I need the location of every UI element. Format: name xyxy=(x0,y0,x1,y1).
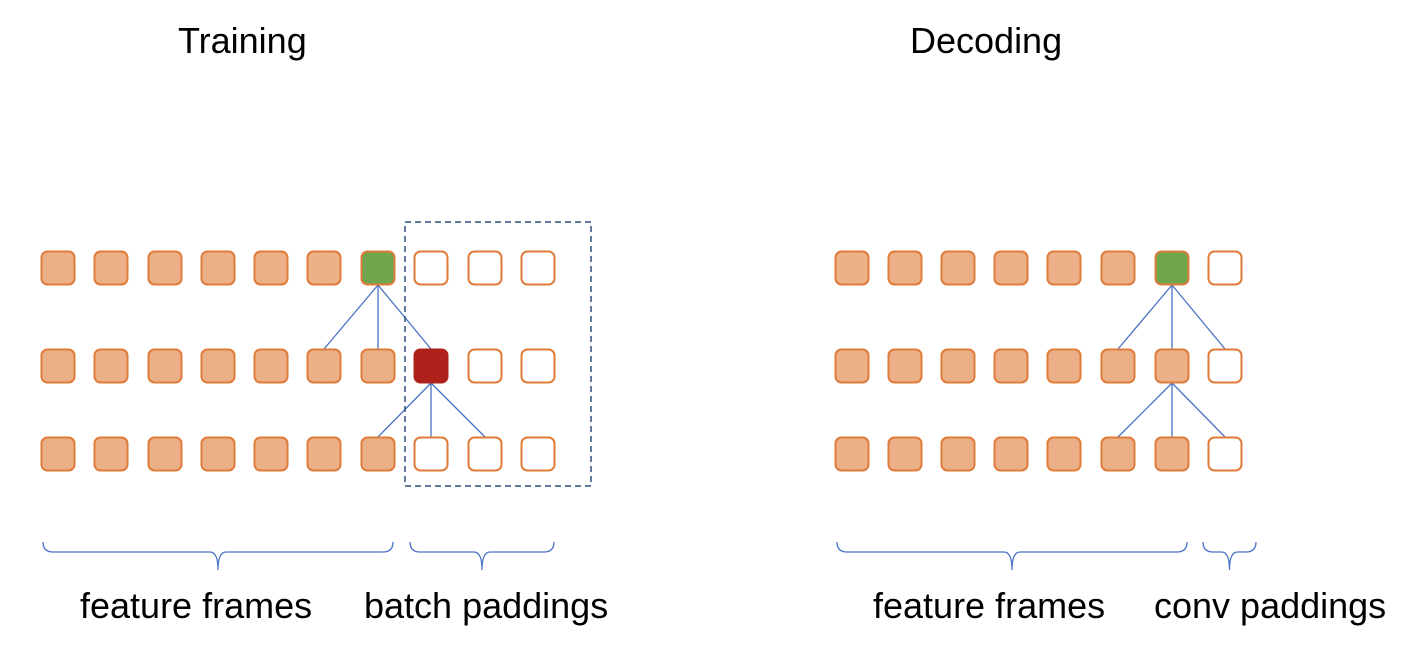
training-title: Training xyxy=(178,20,307,61)
training-feature-frames-brace xyxy=(42,541,394,571)
decoding-link-line xyxy=(1117,382,1173,438)
decoding-frame-square xyxy=(1046,348,1082,384)
decoding-frame-square xyxy=(1154,436,1190,472)
decoding-frame-square xyxy=(887,250,923,286)
decoding-frame-square xyxy=(1100,436,1136,472)
training-frame-square xyxy=(467,436,503,472)
decoding-feature-frames-brace xyxy=(836,541,1188,571)
decoding-frame-square xyxy=(1046,250,1082,286)
decoding-frame-square xyxy=(834,436,870,472)
decoding-frame-square xyxy=(993,250,1029,286)
training-frame-square xyxy=(520,436,556,472)
training-frame-square xyxy=(93,250,129,286)
training-frame-square xyxy=(200,250,236,286)
training-frame-square xyxy=(360,250,396,286)
batch-padding-dashed-box xyxy=(404,221,592,487)
training-frame-square xyxy=(467,250,503,286)
training-frame-square xyxy=(413,348,449,384)
decoding-frame-square xyxy=(993,348,1029,384)
training-frame-square xyxy=(306,436,342,472)
decoding-frame-square xyxy=(940,348,976,384)
training-frame-square xyxy=(93,436,129,472)
decoding-link-line xyxy=(1117,284,1173,350)
decoding-title: Decoding xyxy=(910,20,1063,61)
decoding-frame-square xyxy=(940,436,976,472)
decoding-frame-square xyxy=(1100,348,1136,384)
decoding-frame-square xyxy=(1154,250,1190,286)
training-frame-square xyxy=(520,250,556,286)
decoding-frame-square xyxy=(1207,348,1243,384)
training-batch-paddings-brace xyxy=(409,541,555,571)
decoding-frame-square xyxy=(887,348,923,384)
decoding-frame-square xyxy=(1046,436,1082,472)
training-link-line xyxy=(323,284,379,350)
decoding-frame-square xyxy=(993,436,1029,472)
training-frame-square xyxy=(253,250,289,286)
training-frame-square xyxy=(520,348,556,384)
decoding-frame-square xyxy=(1100,250,1136,286)
training-frame-square xyxy=(306,348,342,384)
training-frame-square xyxy=(360,348,396,384)
decoding-conv-paddings-brace xyxy=(1202,541,1257,571)
decoding-conv-paddings-caption: conv paddings xyxy=(1154,585,1387,626)
decoding-frame-square xyxy=(834,250,870,286)
decoding-frame-square xyxy=(887,436,923,472)
training-frame-square xyxy=(413,436,449,472)
training-frame-square xyxy=(306,250,342,286)
training-frame-square xyxy=(40,436,76,472)
decoding-frame-square xyxy=(940,250,976,286)
training-frame-square xyxy=(40,250,76,286)
training-frame-square xyxy=(360,436,396,472)
decoding-link-line xyxy=(1171,382,1226,438)
training-frame-square xyxy=(253,348,289,384)
training-feature-frames-caption: feature frames xyxy=(80,585,313,626)
training-frame-square xyxy=(147,436,183,472)
training-frame-square xyxy=(200,348,236,384)
decoding-frame-square xyxy=(1154,348,1190,384)
training-frame-square xyxy=(93,348,129,384)
training-link-line xyxy=(430,382,486,438)
decoding-feature-frames-caption: feature frames xyxy=(873,585,1106,626)
training-batch-paddings-caption: batch paddings xyxy=(364,585,609,626)
decoding-frame-square xyxy=(1207,436,1243,472)
decoding-link-line xyxy=(1171,284,1226,350)
training-frame-square xyxy=(147,348,183,384)
training-frame-square xyxy=(253,436,289,472)
training-frame-square xyxy=(40,348,76,384)
training-frame-square xyxy=(147,250,183,286)
training-frame-square xyxy=(413,250,449,286)
training-frame-square xyxy=(200,436,236,472)
decoding-frame-square xyxy=(1207,250,1243,286)
training-frame-square xyxy=(467,348,503,384)
decoding-frame-square xyxy=(834,348,870,384)
